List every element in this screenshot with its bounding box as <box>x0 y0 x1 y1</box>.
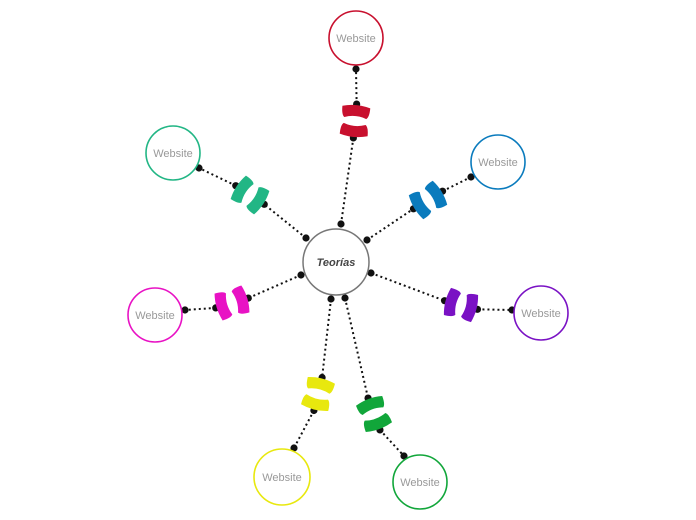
connector-line <box>321 298 332 378</box>
bracket-left-shape <box>246 187 270 215</box>
website-node-circle <box>253 448 311 506</box>
connector-line <box>379 429 405 457</box>
website-node-circle <box>392 454 448 510</box>
connector-dot <box>367 269 375 277</box>
connector-dot <box>352 65 360 73</box>
connector-line <box>442 176 472 193</box>
bracket-right-shape <box>230 175 254 203</box>
bracket-left-shape <box>231 285 250 314</box>
bracket-right-shape <box>342 104 371 120</box>
link-bracket-icon <box>339 104 371 138</box>
nodes-layer: WebsiteWebsiteWebsiteWebsiteWebsiteWebsi… <box>127 10 569 510</box>
website-node-label: Website <box>135 310 175 322</box>
bracket-right-shape <box>461 293 479 323</box>
link-bracket-icon <box>443 287 479 323</box>
website-node-label: Website <box>336 33 376 45</box>
website-node[interactable]: Website <box>145 125 201 181</box>
website-node-label: Website <box>400 477 440 489</box>
bracket-left-shape <box>408 191 432 220</box>
bracket-left-shape <box>306 377 335 394</box>
connector-dot <box>297 271 305 279</box>
website-node-label: Website <box>478 157 518 169</box>
bracket-right-shape <box>424 180 448 209</box>
website-node[interactable]: Website <box>127 287 183 343</box>
connector-dot <box>341 294 349 302</box>
center-node-circle <box>302 228 370 296</box>
connector-line <box>366 207 415 241</box>
bracket-right-shape <box>363 412 393 433</box>
link-bracket-icon <box>408 180 448 220</box>
bracket-left-shape <box>339 122 368 138</box>
connector-dot <box>290 444 298 452</box>
connector-dot <box>363 236 371 244</box>
bracket-right-shape <box>214 292 233 321</box>
website-node-circle <box>470 134 526 190</box>
connector-line <box>263 203 307 239</box>
bracket-left-shape <box>443 287 461 317</box>
website-node-label: Website <box>153 148 193 160</box>
website-node[interactable]: Website <box>513 285 569 341</box>
bracket-right-shape <box>301 394 330 411</box>
link-bracket-icon <box>214 285 250 321</box>
connector-line <box>198 167 237 187</box>
connector-dot <box>302 234 310 242</box>
link-bracket-icon <box>230 175 270 215</box>
website-node[interactable]: Website <box>328 10 384 66</box>
website-node-circle <box>127 287 183 343</box>
center-node[interactable]: Teorías <box>302 228 370 296</box>
connector-line <box>355 68 358 105</box>
connector-line <box>477 308 513 311</box>
website-node-label: Website <box>262 472 302 484</box>
website-node-label: Website <box>521 308 561 320</box>
connector-layer <box>181 65 516 460</box>
website-node-circle <box>513 285 569 341</box>
website-node-circle <box>145 125 201 181</box>
website-node[interactable]: Website <box>470 134 526 190</box>
connector-dot <box>400 452 408 460</box>
center-node-label: Teorías <box>317 257 356 269</box>
website-node[interactable]: Website <box>253 448 311 506</box>
connector-dot <box>181 306 189 314</box>
website-node[interactable]: Website <box>392 454 448 510</box>
bracket-left-shape <box>355 395 385 416</box>
connector-line <box>184 306 216 311</box>
website-node-circle <box>328 10 384 66</box>
connector-dot <box>337 220 345 228</box>
connector-line <box>340 137 355 225</box>
connector-dot <box>327 295 335 303</box>
connector-dot <box>467 173 475 181</box>
link-bracket-icon <box>355 395 393 433</box>
connector-line <box>370 272 445 302</box>
connector-line <box>247 274 302 300</box>
link-bracket-icon <box>301 377 335 411</box>
connector-line <box>344 297 370 399</box>
connector-line <box>293 410 315 449</box>
